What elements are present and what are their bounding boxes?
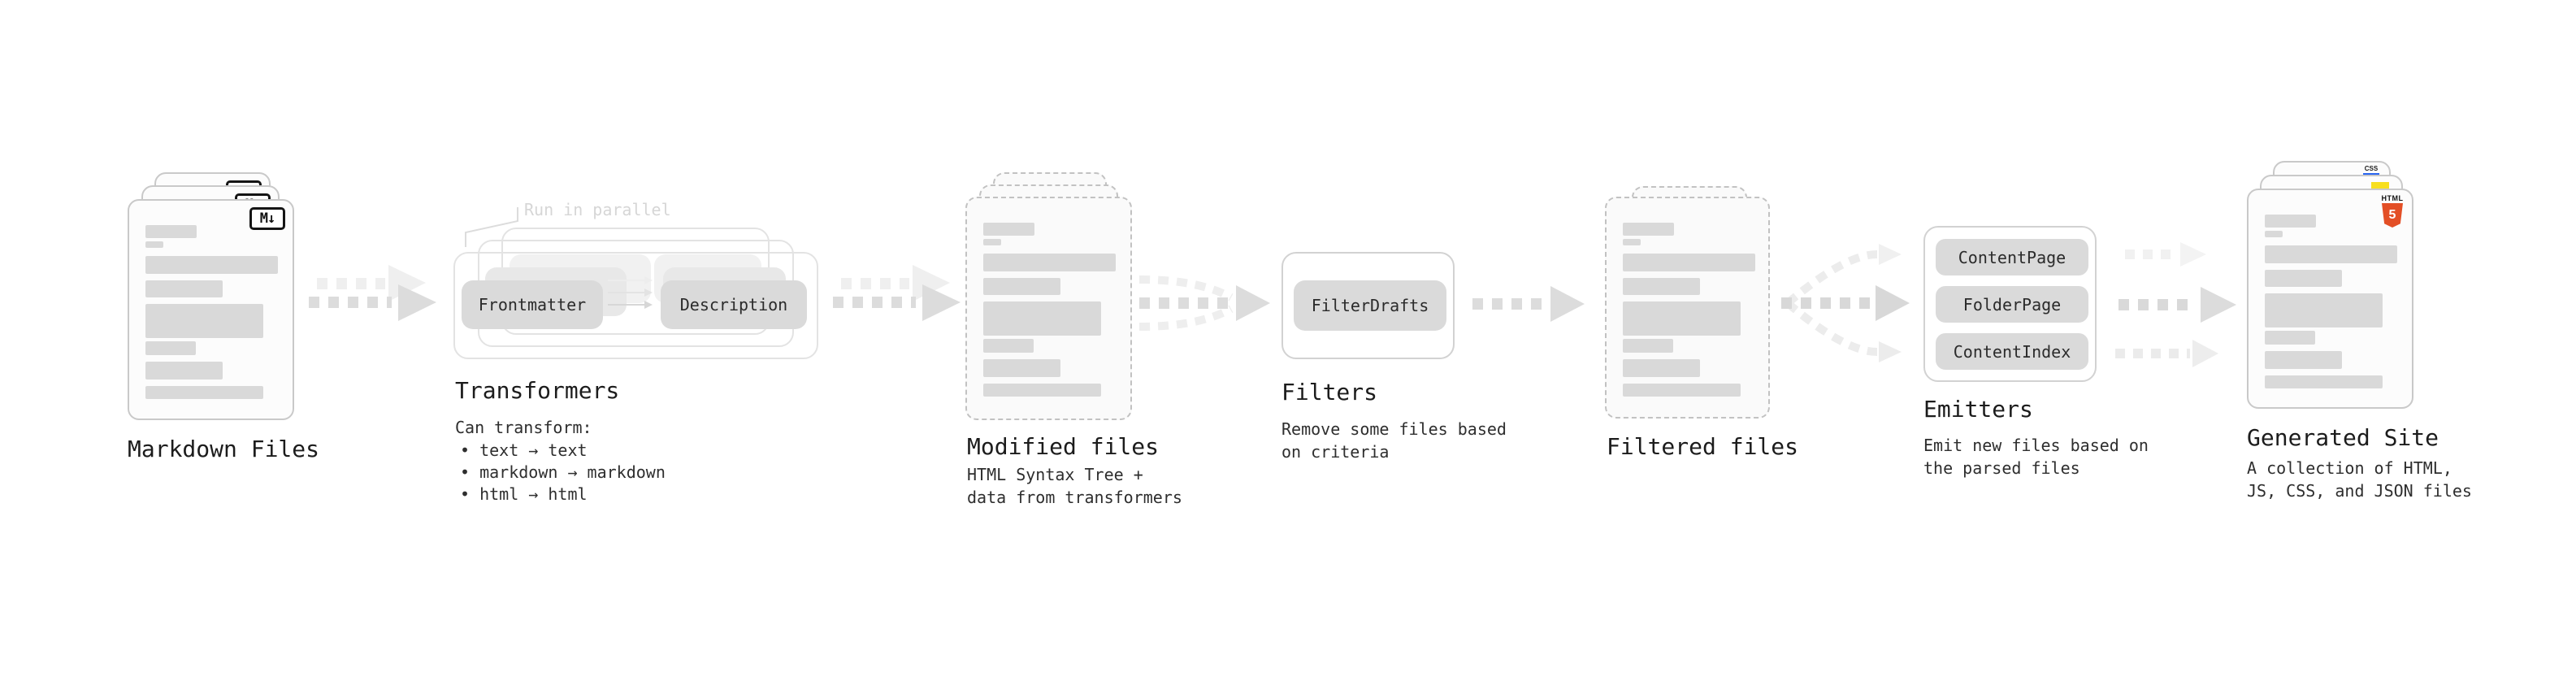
transformers-bullet: • text → text bbox=[460, 439, 588, 462]
bullet-text: text → text bbox=[479, 440, 588, 460]
placeholder-bar bbox=[145, 225, 197, 238]
css-badge-word: CSS bbox=[2364, 165, 2379, 172]
placeholder-bar bbox=[1623, 384, 1741, 397]
filtered-file-card-front bbox=[1605, 197, 1770, 419]
placeholder-bar bbox=[1623, 359, 1700, 377]
filters-panel: FilterDrafts bbox=[1281, 252, 1455, 359]
transformers-bullet: • html → html bbox=[460, 483, 588, 505]
placeholder-bar bbox=[1623, 339, 1673, 353]
transformer-pill-frontmatter: Frontmatter bbox=[462, 280, 603, 329]
placeholder-bar bbox=[145, 280, 223, 297]
placeholder-bar bbox=[983, 301, 1101, 336]
placeholder-bar bbox=[1623, 278, 1700, 295]
html5-badge-word: HTML bbox=[2381, 194, 2404, 202]
generated-site-subtitle: JS, CSS, and JSON files bbox=[2247, 481, 2472, 501]
generated-site-subtitle: A collection of HTML, bbox=[2247, 458, 2452, 478]
placeholder-bar bbox=[2265, 375, 2383, 388]
placeholder-bar bbox=[2265, 351, 2342, 369]
bullet-text: markdown → markdown bbox=[479, 462, 666, 482]
filter-pill-filterdrafts: FilterDrafts bbox=[1294, 280, 1446, 331]
placeholder-bar bbox=[983, 384, 1101, 397]
placeholder-bar bbox=[983, 254, 1116, 271]
converge-arrow-modified-to-filters bbox=[1138, 275, 1270, 331]
flow-arrow-filters-to-filtered bbox=[1472, 286, 1585, 322]
transformers-body-intro: Can transform: bbox=[455, 418, 592, 437]
placeholder-bar bbox=[983, 359, 1060, 377]
emitter-pill-folderpage: FolderPage bbox=[1936, 286, 2088, 323]
transformer-pill-description: Description bbox=[661, 280, 807, 329]
transformer-layer-front bbox=[453, 252, 818, 359]
generated-site-title: Generated Site bbox=[2247, 424, 2439, 451]
filtered-files-title: Filtered files bbox=[1607, 433, 1799, 460]
transformers-bullet: • markdown → markdown bbox=[460, 461, 666, 484]
filters-subtitle: on criteria bbox=[1281, 442, 1390, 462]
fanout-arrow-filtered-to-emitters bbox=[1781, 244, 1910, 362]
placeholder-bar bbox=[2265, 293, 2383, 327]
modified-files-title: Modified files bbox=[967, 433, 1160, 460]
markdown-icon: M↓ bbox=[249, 207, 285, 230]
annotation-connector-line bbox=[465, 207, 518, 247]
html5-shield: 5 bbox=[2382, 203, 2403, 228]
placeholder-bar bbox=[1623, 254, 1755, 271]
placeholder-bar bbox=[2265, 245, 2397, 263]
placeholder-bar bbox=[2265, 215, 2316, 228]
placeholder-bar bbox=[2265, 270, 2342, 287]
placeholder-bar bbox=[145, 362, 223, 380]
parallel-step-arrows bbox=[608, 276, 653, 309]
placeholder-bar bbox=[983, 339, 1034, 353]
placeholder-bar bbox=[145, 386, 263, 399]
placeholder-bar bbox=[2265, 331, 2315, 345]
emitters-subtitle: the parsed files bbox=[1923, 458, 2080, 478]
filters-subtitle: Remove some files based bbox=[1281, 419, 1507, 439]
emitter-pill-contentpage: ContentPage bbox=[1936, 239, 2088, 275]
bullet-glyph: • bbox=[460, 484, 471, 504]
placeholder-bar bbox=[145, 304, 263, 338]
emitters-subtitle: Emit new files based on bbox=[1923, 436, 2149, 455]
modified-files-subtitle: HTML Syntax Tree + bbox=[967, 465, 1143, 484]
run-in-parallel-label: Run in parallel bbox=[524, 200, 671, 219]
placeholder-bar bbox=[1623, 239, 1641, 245]
placeholder-bar bbox=[145, 241, 163, 248]
placeholder-bar bbox=[145, 341, 196, 355]
modified-file-card-front bbox=[965, 197, 1132, 420]
bullet-glyph: • bbox=[460, 440, 471, 460]
transformers-title: Transformers bbox=[455, 377, 620, 404]
flow-arrows-emitters-to-generated bbox=[2115, 242, 2236, 367]
emitters-panel: ContentPage FolderPage ContentIndex bbox=[1923, 226, 2097, 382]
placeholder-bar bbox=[2265, 231, 2283, 237]
placeholder-bar bbox=[1623, 223, 1674, 236]
placeholder-bar bbox=[983, 278, 1060, 295]
markdown-file-card-front: M↓ bbox=[128, 199, 294, 420]
placeholder-bar bbox=[145, 256, 278, 274]
placeholder-bar bbox=[983, 239, 1001, 245]
modified-files-subtitle: data from transformers bbox=[967, 488, 1182, 507]
flow-arrow-transformers-to-modified bbox=[833, 265, 961, 321]
filters-title: Filters bbox=[1281, 379, 1378, 406]
bullet-glyph: • bbox=[460, 462, 471, 482]
flow-arrow-markdown-to-transformers bbox=[309, 265, 436, 321]
html5-icon: HTML 5 bbox=[2380, 194, 2405, 228]
bullet-text: html → html bbox=[479, 484, 588, 504]
generated-file-card-html: HTML 5 bbox=[2247, 189, 2413, 409]
emitters-title: Emitters bbox=[1923, 396, 2033, 423]
placeholder-bar bbox=[983, 223, 1034, 236]
html5-numeral: 5 bbox=[2388, 208, 2396, 222]
placeholder-bar bbox=[1623, 301, 1741, 336]
markdown-files-title: Markdown Files bbox=[128, 436, 320, 462]
emitter-pill-contentindex: ContentIndex bbox=[1936, 333, 2088, 370]
